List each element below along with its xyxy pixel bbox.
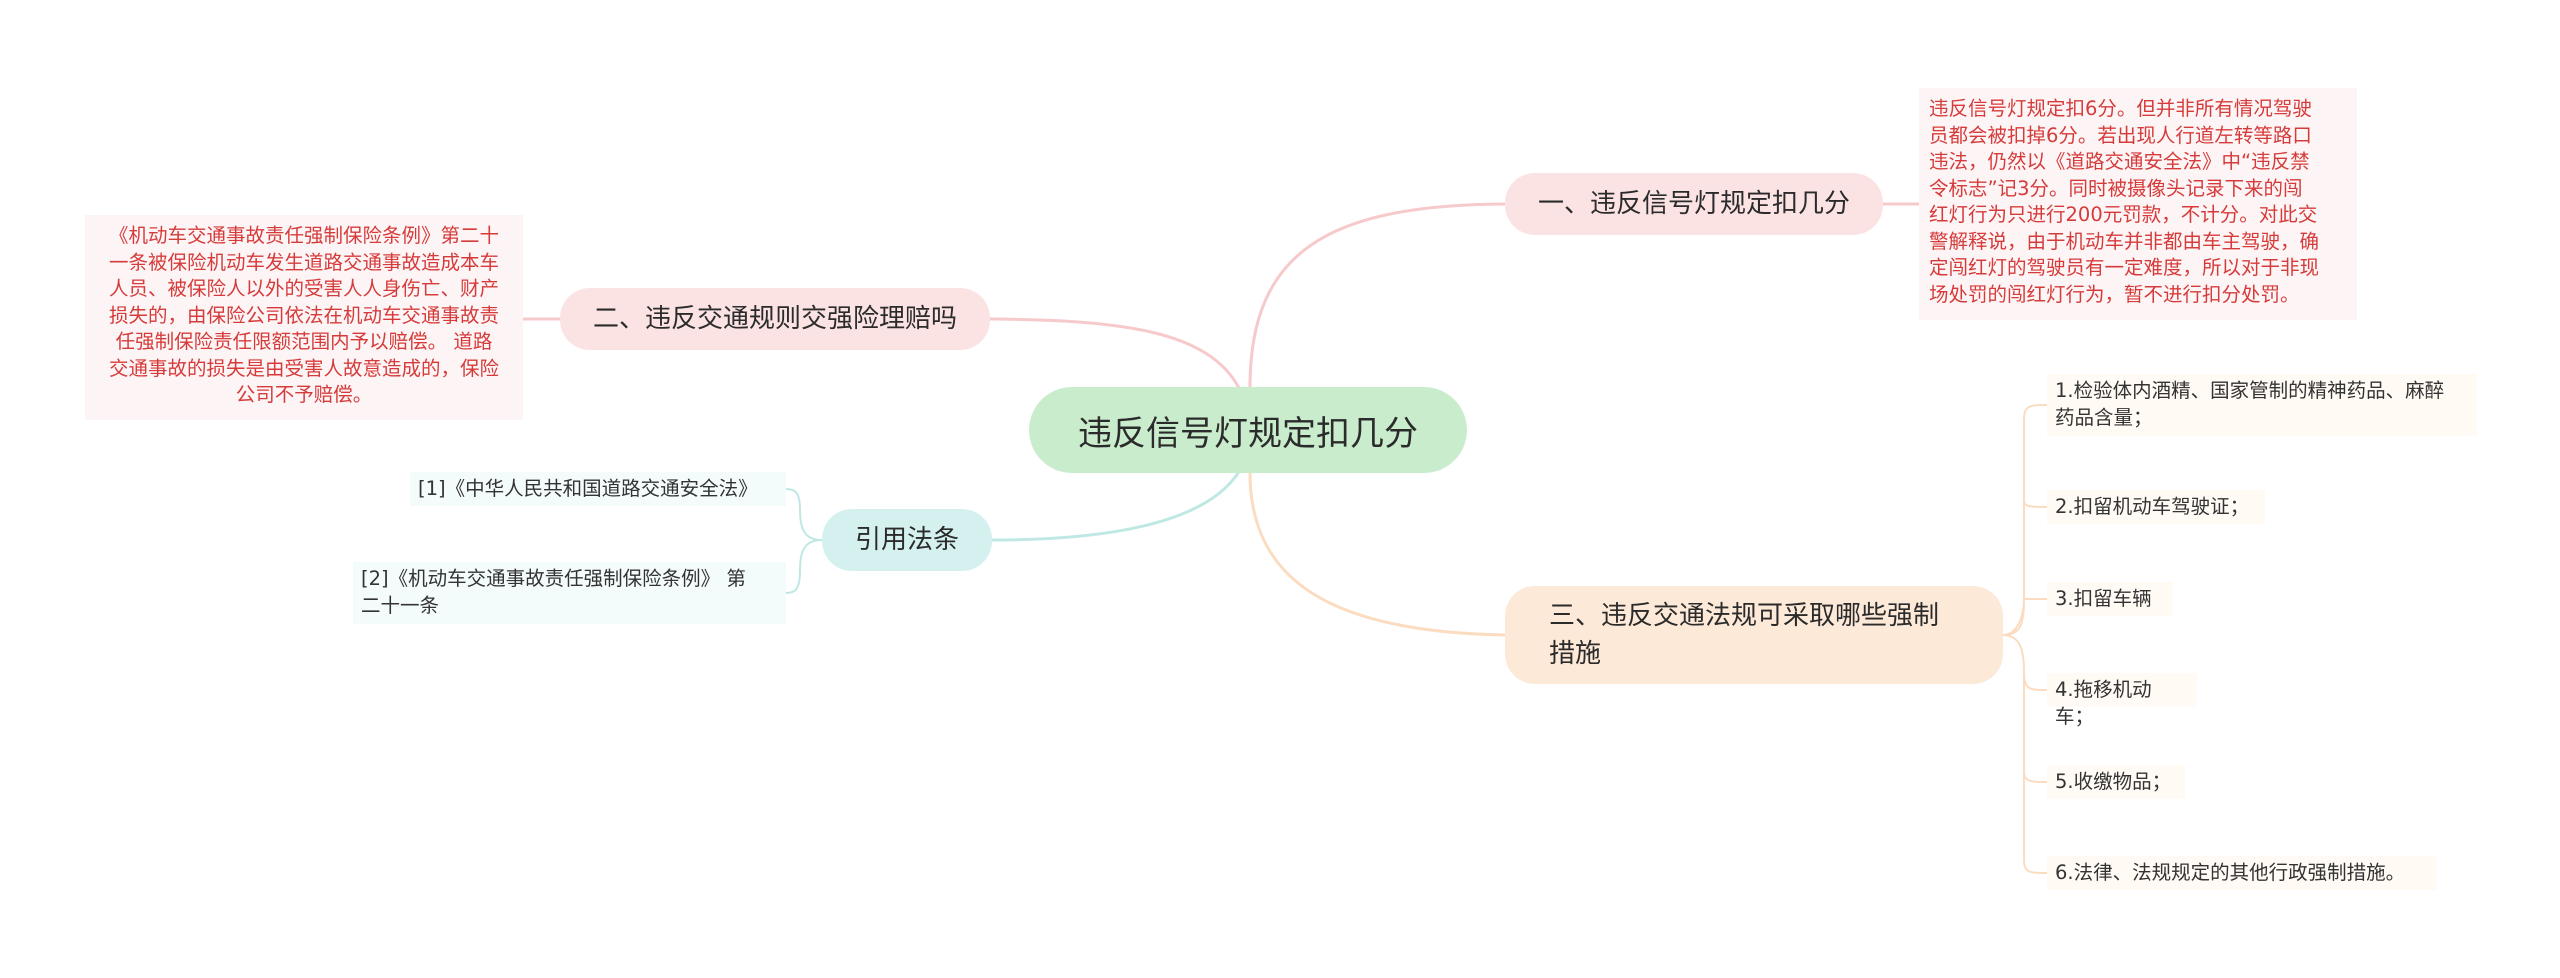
measure-item[interactable]: 2.扣留机动车驾驶证； (2047, 490, 2265, 524)
measure-item[interactable]: 4.拖移机动车； (2047, 673, 2197, 728)
measure-item[interactable]: 3.扣留车辆 (2047, 582, 2173, 616)
branch-enforcement-measures[interactable]: 三、违反交通法规可采取哪些强制措施 (1505, 586, 2003, 684)
note-signal-points[interactable]: 违反信号灯规定扣6分。但并非所有情况驾驶 员都会被扣掉6分。若出现人行道左转等路… (1919, 88, 2357, 320)
branch-insurance-claim[interactable]: 二、违反交通规则交强险理赔吗 (560, 288, 990, 350)
measure-item[interactable]: 1.检验体内酒精、国家管制的精神药品、麻醉 药品含量； (2047, 374, 2477, 436)
measure-item[interactable]: 5.收缴物品； (2047, 765, 2185, 799)
branch-signal-points[interactable]: 一、违反信号灯规定扣几分 (1505, 173, 1883, 235)
reference-item[interactable]: [1]《中华人民共和国道路交通安全法》 (410, 472, 786, 506)
measure-item[interactable]: 6.法律、法规规定的其他行政强制措施。 (2047, 856, 2437, 890)
branch-references[interactable]: 引用法条 (822, 509, 992, 571)
reference-item[interactable]: [2]《机动车交通事故责任强制保险条例》 第 二十一条 (353, 562, 786, 624)
note-insurance-claim[interactable]: 《机动车交通事故责任强制保险条例》第二十 一条被保险机动车发生道路交通事故造成本… (85, 215, 523, 420)
root-topic[interactable]: 违反信号灯规定扣几分 (1029, 387, 1467, 473)
